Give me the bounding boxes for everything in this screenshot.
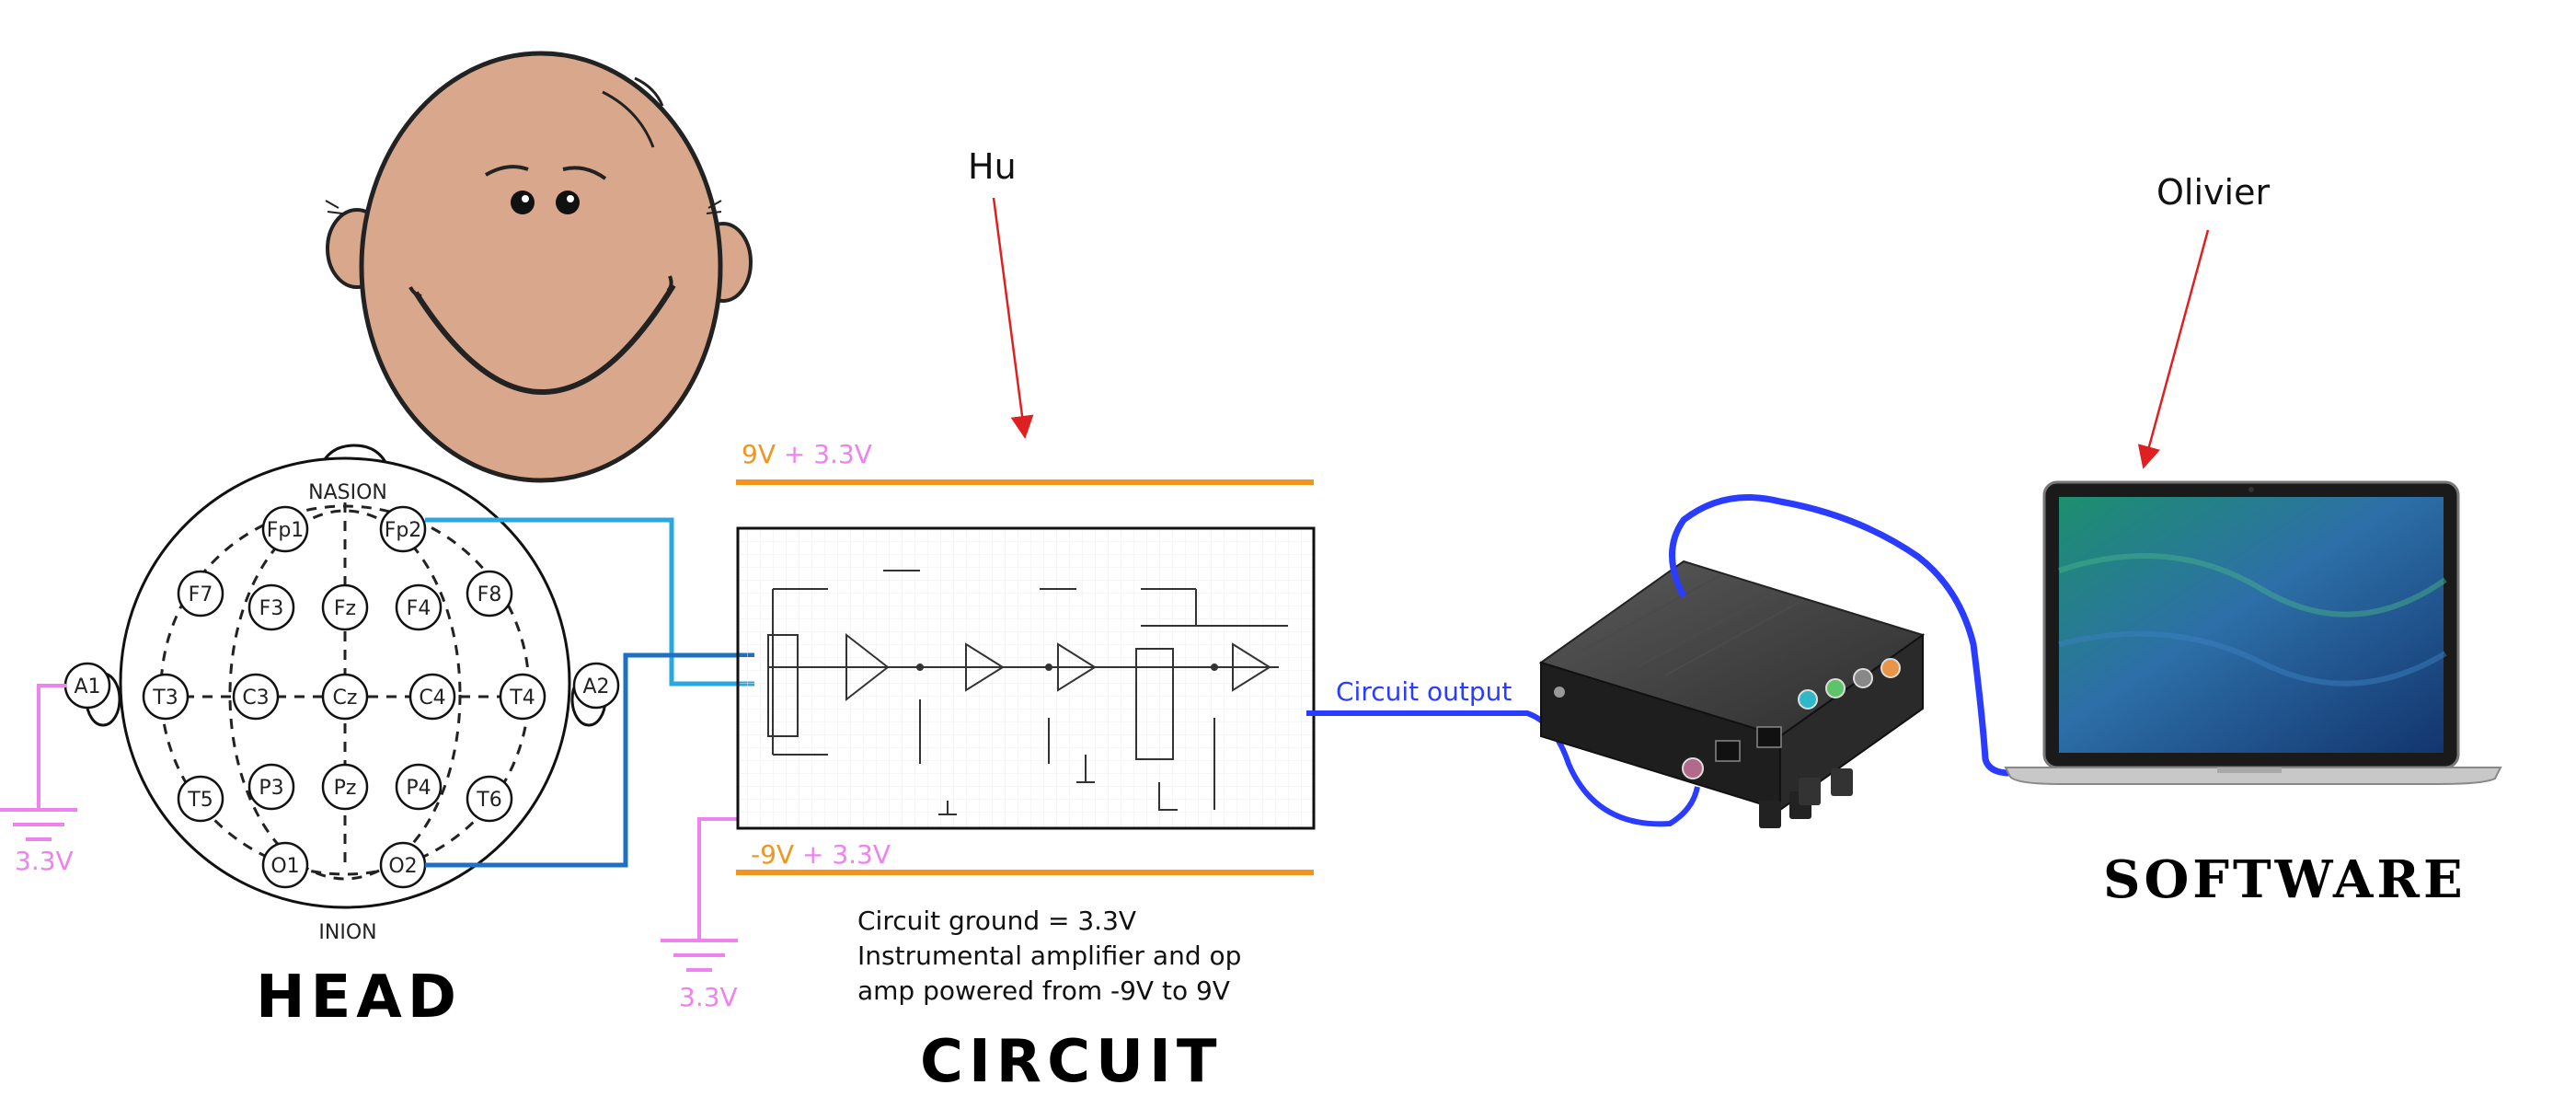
electrode-label: T4 bbox=[509, 687, 535, 710]
left-eye bbox=[511, 190, 535, 214]
rail-positive-offset: + 3.3V bbox=[775, 439, 872, 469]
head-title: HEAD bbox=[256, 964, 462, 1032]
electrode-a2: A2 bbox=[572, 662, 620, 710]
circuit-note-line-1: Circuit ground = 3.3V bbox=[857, 906, 1137, 936]
nasion-label: NASION bbox=[308, 481, 387, 504]
electrode-label: C3 bbox=[242, 687, 269, 710]
ground-circuit-label: 3.3V bbox=[679, 982, 738, 1012]
electrode-label: C4 bbox=[419, 687, 445, 710]
smile bbox=[413, 283, 676, 395]
electrode-label: F4 bbox=[407, 597, 431, 620]
electrode-label: P4 bbox=[406, 777, 431, 800]
electrode-c4: C4 bbox=[408, 673, 456, 721]
circuit-output-label: Circuit output bbox=[1336, 676, 1512, 707]
face-icon bbox=[325, 51, 753, 483]
electrode-label: T3 bbox=[152, 687, 178, 710]
electrode-label: P3 bbox=[259, 777, 283, 800]
software-title: SOFTWARE bbox=[2103, 849, 2467, 910]
electrode-f3: F3 bbox=[247, 583, 295, 631]
electrode-o2: O2 bbox=[379, 841, 427, 889]
electrode-label: F3 bbox=[259, 597, 284, 620]
wire-soundcard-to-laptop bbox=[1669, 494, 2011, 777]
wire-o2-to-circuit bbox=[425, 652, 754, 868]
electrode-label: A2 bbox=[582, 675, 609, 698]
electrode-p4: P4 bbox=[395, 763, 443, 811]
eeg-map-icon: NASION INION Fp1 Fp2 F7 F3 Fz bbox=[63, 444, 620, 944]
ground-circuit-icon bbox=[661, 817, 738, 972]
rail-negative-voltage: -9V bbox=[751, 839, 795, 870]
rail-positive-voltage: 9V bbox=[742, 439, 776, 469]
circuit-note: Circuit ground = 3.3V Instrumental ampli… bbox=[857, 904, 1241, 1008]
eeg-landmarks: NASION INION bbox=[308, 481, 387, 944]
wire-fp2-to-circuit bbox=[425, 517, 754, 687]
electrode-o1: O1 bbox=[261, 841, 309, 889]
circuit-note-line-3: amp powered from -9V to 9V bbox=[857, 975, 1230, 1006]
ground-left-label: 3.3V bbox=[15, 846, 74, 876]
right-eye bbox=[556, 190, 580, 214]
rail-negative-label: -9V + 3.3V bbox=[751, 842, 891, 868]
electrode-label: T5 bbox=[187, 789, 213, 812]
electrode-f8: F8 bbox=[466, 570, 513, 617]
electrode-label: F7 bbox=[189, 583, 213, 606]
arrow-hu-icon bbox=[992, 197, 1034, 439]
electrode-t6: T6 bbox=[466, 775, 513, 823]
electrode-f4: F4 bbox=[395, 583, 443, 631]
circuit-note-line-2: Instrumental amplifier and op bbox=[857, 940, 1242, 971]
rail-positive-label: 9V + 3.3V bbox=[742, 442, 872, 467]
head-shape bbox=[359, 51, 723, 483]
electrode-label: A1 bbox=[74, 675, 100, 698]
electrode-label: F8 bbox=[477, 583, 502, 606]
ground-left-icon bbox=[0, 684, 77, 841]
electrode-a1: A1 bbox=[63, 662, 111, 710]
inion-label: INION bbox=[318, 921, 376, 944]
electrode-t3: T3 bbox=[142, 673, 190, 721]
sound-card-icon bbox=[1538, 560, 1926, 828]
electrode-c3: C3 bbox=[232, 673, 280, 721]
electrode-t4: T4 bbox=[499, 673, 546, 721]
electrode-label: Pz bbox=[334, 777, 357, 800]
electrode-pz: Pz bbox=[321, 763, 369, 811]
electrode-fp2: Fp2 bbox=[379, 505, 427, 553]
rail-negative-offset: + 3.3V bbox=[794, 839, 891, 870]
laptop-icon bbox=[2004, 480, 2502, 785]
olivier-label: Olivier bbox=[2156, 172, 2271, 213]
electrode-label: O2 bbox=[388, 855, 417, 878]
arrow-olivier-icon bbox=[2137, 229, 2210, 469]
electrode-label: Cz bbox=[333, 687, 358, 710]
electrode-label: T6 bbox=[476, 789, 501, 812]
electrode-label: Fp2 bbox=[385, 519, 422, 542]
electrode-label: Fp1 bbox=[267, 519, 305, 542]
electrode-t5: T5 bbox=[177, 775, 224, 823]
electrode-fp1: Fp1 bbox=[261, 505, 309, 553]
electrode-fz: Fz bbox=[321, 583, 369, 631]
electrode-label: Fz bbox=[334, 597, 356, 620]
electrode-p3: P3 bbox=[247, 763, 295, 811]
electrode-label: O1 bbox=[270, 855, 299, 878]
hu-label: Hu bbox=[968, 146, 1017, 187]
schematic-icon bbox=[736, 526, 1316, 830]
electrode-cz: Cz bbox=[321, 673, 369, 721]
circuit-title: CIRCUIT bbox=[920, 1028, 1223, 1096]
electrode-f7: F7 bbox=[177, 570, 224, 617]
